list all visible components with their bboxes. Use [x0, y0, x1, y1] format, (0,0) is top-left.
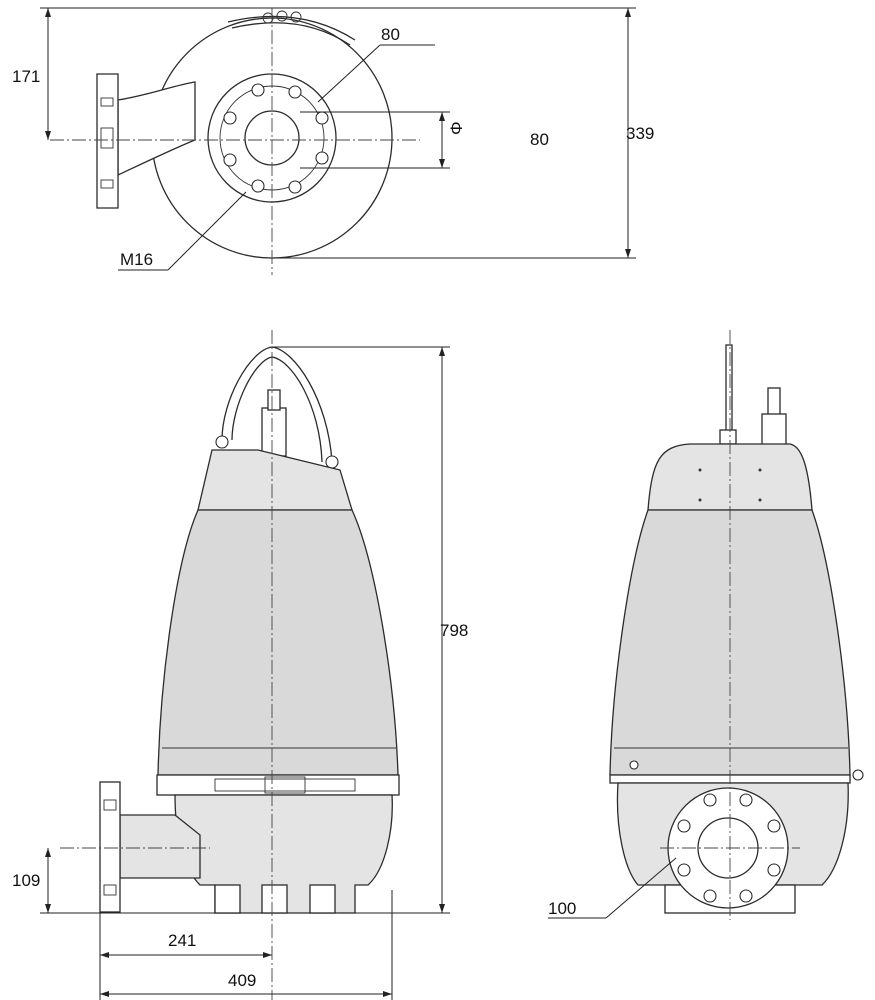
lifting-handle-top — [227, 15, 356, 41]
cable-gland — [261, 407, 287, 457]
outlet-diameter-label: 80 — [530, 130, 549, 149]
motor-body — [157, 509, 399, 776]
flange-label: 100 — [548, 899, 576, 918]
thread-label: M16 — [120, 250, 153, 269]
dim-339-label: 339 — [626, 124, 654, 143]
clamp-ring — [156, 774, 400, 796]
feet — [214, 884, 336, 914]
side-flange-bolts — [677, 793, 781, 903]
top-view: 80 Φ 80 M16 171 339 — [12, 7, 654, 275]
lifting-handle-top-inner — [231, 22, 351, 46]
bolt-circle-label: 80 — [381, 25, 400, 44]
dim-109-label: 109 — [12, 871, 40, 890]
cable-1 — [725, 344, 733, 436]
thread-leader — [167, 191, 247, 271]
dim-241-label: 241 — [168, 931, 196, 950]
dim-409-label: 409 — [228, 971, 256, 990]
handle-rings — [262, 10, 302, 24]
flange-leader — [605, 857, 677, 919]
side-cap-marks — [698, 468, 762, 502]
outlet-flange — [99, 781, 121, 913]
bolt-circle-leader — [317, 44, 381, 103]
diameter-symbol: Φ — [447, 121, 466, 135]
front-view: 798 109 241 409 — [12, 330, 468, 1000]
dim-798-label: 798 — [440, 621, 468, 640]
cover-bolts — [223, 83, 329, 194]
side-view: 100 — [548, 330, 864, 920]
motor-top-cap — [197, 449, 353, 511]
dim-171-label: 171 — [12, 67, 40, 86]
outlet-flange-plan — [96, 73, 119, 209]
flange-bolt-slot — [100, 127, 114, 149]
